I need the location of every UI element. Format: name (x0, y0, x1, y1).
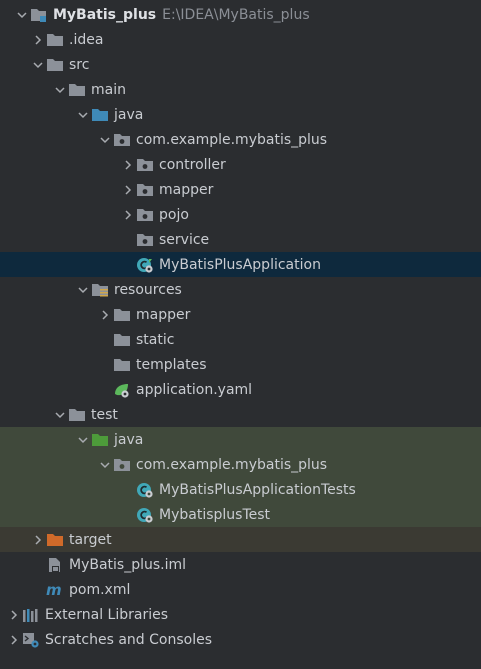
tree-label: application.yaml (136, 381, 253, 398)
tree-row-service[interactable]: service (0, 227, 481, 252)
chevron-right-icon[interactable] (97, 307, 113, 323)
tree-row-controller[interactable]: controller (0, 152, 481, 177)
tree-row-project-root[interactable]: MyBatis_plus E:\IDEA\MyBatis_plus (0, 2, 481, 27)
tree-label: controller (159, 156, 226, 173)
chevron-down-icon[interactable] (75, 432, 91, 448)
tree-row-templates[interactable]: templates (0, 352, 481, 377)
tree-row-test[interactable]: test (0, 402, 481, 427)
tree-label: MybatisplusTest (159, 506, 271, 523)
tree-label: External Libraries (45, 606, 168, 623)
tree-row-app-class[interactable]: MyBatisPlusApplication (0, 252, 481, 277)
chevron-down-icon[interactable] (75, 107, 91, 123)
tree-row-src[interactable]: src (0, 52, 481, 77)
folder-icon (68, 407, 86, 423)
tree-row-idea[interactable]: .idea (0, 27, 481, 52)
chevron-right-icon[interactable] (120, 207, 136, 223)
scratches-icon (22, 632, 40, 648)
folder-icon (46, 32, 64, 48)
package-icon (136, 182, 154, 198)
tree-label: java (114, 106, 144, 123)
svg-text:m: m (46, 582, 62, 598)
source-folder-icon (91, 107, 109, 123)
tree-row-res-mapper[interactable]: mapper (0, 302, 481, 327)
test-source-folder-icon (91, 432, 109, 448)
library-icon (22, 607, 40, 623)
chevron-down-icon[interactable] (75, 282, 91, 298)
tree-row-external-libraries[interactable]: External Libraries (0, 602, 481, 627)
folder-icon (113, 307, 131, 323)
tree-label: java (114, 431, 144, 448)
folder-icon (68, 82, 86, 98)
tree-label: pom.xml (69, 581, 131, 598)
tree-label: test (91, 406, 118, 423)
tree-label: MyBatisPlusApplicationTests (159, 481, 356, 498)
tree-row-pojo[interactable]: pojo (0, 202, 481, 227)
tree-label: target (69, 531, 112, 548)
package-icon (113, 132, 131, 148)
chevron-down-icon[interactable] (14, 7, 30, 23)
tree-row-target[interactable]: target (0, 527, 481, 552)
module-file-icon (46, 557, 64, 573)
tree-label: static (136, 331, 175, 348)
tree-label: pojo (159, 206, 189, 223)
tree-label: Scratches and Consoles (45, 631, 212, 648)
test-class-icon (136, 507, 154, 523)
tree-row-test-class-1[interactable]: MyBatisPlusApplicationTests (0, 477, 481, 502)
chevron-down-icon[interactable] (52, 407, 68, 423)
chevron-right-icon[interactable] (30, 532, 46, 548)
chevron-right-icon[interactable] (6, 607, 22, 623)
package-icon (113, 457, 131, 473)
tree-label: .idea (69, 31, 104, 48)
tree-row-main-package[interactable]: com.example.mybatis_plus (0, 127, 481, 152)
tree-row-main-java[interactable]: java (0, 102, 481, 127)
tree-label: com.example.mybatis_plus (136, 456, 328, 473)
chevron-right-icon[interactable] (120, 182, 136, 198)
tree-row-test-package[interactable]: com.example.mybatis_plus (0, 452, 481, 477)
package-icon (136, 207, 154, 223)
maven-icon: m (46, 582, 64, 598)
chevron-down-icon[interactable] (97, 457, 113, 473)
tree-row-static[interactable]: static (0, 327, 481, 352)
tree-row-main[interactable]: main (0, 77, 481, 102)
tree-label: service (159, 231, 210, 248)
tree-row-test-class-2[interactable]: MybatisplusTest (0, 502, 481, 527)
tree-row-test-java[interactable]: java (0, 427, 481, 452)
tree-label: MyBatisPlusApplication (159, 256, 321, 273)
tree-label: MyBatis_plus.iml (69, 556, 187, 573)
chevron-right-icon[interactable] (30, 32, 46, 48)
project-path: E:\IDEA\MyBatis_plus (162, 6, 310, 23)
folder-icon (113, 357, 131, 373)
tree-row-pom[interactable]: m pom.xml (0, 577, 481, 602)
chevron-down-icon[interactable] (52, 82, 68, 98)
spring-boot-class-icon (136, 257, 154, 273)
chevron-down-icon[interactable] (30, 57, 46, 73)
project-name: MyBatis_plus (53, 6, 157, 23)
folder-icon (113, 332, 131, 348)
chevron-right-icon[interactable] (120, 157, 136, 173)
chevron-right-icon[interactable] (6, 632, 22, 648)
spring-config-icon (113, 382, 131, 398)
tree-row-mapper[interactable]: mapper (0, 177, 481, 202)
tree-label: templates (136, 356, 207, 373)
test-class-icon (136, 482, 154, 498)
excluded-folder-icon (46, 532, 64, 548)
tree-label: resources (114, 281, 182, 298)
resources-folder-icon (91, 282, 109, 298)
tree-label: mapper (136, 306, 191, 323)
package-icon (136, 232, 154, 248)
chevron-down-icon[interactable] (97, 132, 113, 148)
tree-label: com.example.mybatis_plus (136, 131, 328, 148)
tree-label: src (69, 56, 90, 73)
project-module-icon (30, 7, 48, 23)
tree-row-resources[interactable]: resources (0, 277, 481, 302)
folder-icon (46, 57, 64, 73)
tree-label: mapper (159, 181, 214, 198)
tree-row-app-yaml[interactable]: application.yaml (0, 377, 481, 402)
package-icon (136, 157, 154, 173)
tree-label: main (91, 81, 126, 98)
tree-row-scratches[interactable]: Scratches and Consoles (0, 627, 481, 652)
tree-row-iml[interactable]: MyBatis_plus.iml (0, 552, 481, 577)
